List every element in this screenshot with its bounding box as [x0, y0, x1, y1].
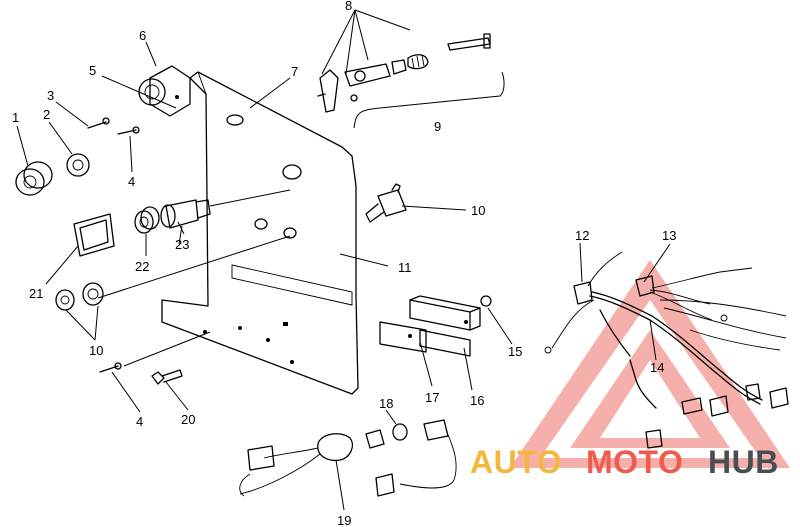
lock-washer [66, 153, 90, 177]
small-screw [99, 362, 122, 373]
callout-5: 5 [89, 63, 96, 78]
callout-labels: 1 2 3 4 5 6 7 8 9 10 11 12 13 14 15 16 1… [12, 0, 676, 527]
watermark-hub: HUB [708, 444, 779, 480]
mounting-panel [161, 71, 359, 395]
callout-9: 9 [434, 119, 441, 134]
large-nut [15, 161, 53, 196]
callout-21: 21 [29, 286, 43, 301]
nut-washer-stack [134, 206, 160, 234]
callout-10: 10 [471, 203, 485, 218]
indicator-housing [138, 65, 191, 117]
callout-17: 17 [425, 390, 439, 405]
leader-lines [16, 9, 671, 511]
bulb-socket-harness [239, 419, 457, 497]
callout-3: 3 [47, 88, 54, 103]
callout-1: 1 [12, 110, 19, 125]
callout-23: 23 [175, 237, 189, 252]
bracket-nut [480, 295, 492, 307]
callout-8: 8 [345, 0, 352, 13]
callout-4-lower: 4 [136, 414, 143, 429]
latch-assembly [317, 33, 491, 113]
callout-15: 15 [508, 344, 522, 359]
hex-bolt [151, 369, 183, 385]
panel-hole [254, 218, 268, 230]
callout-22: 22 [135, 259, 149, 274]
watermark-auto: AUTO [470, 444, 563, 480]
watermark-logo [510, 260, 790, 468]
callout-12: 12 [575, 228, 589, 243]
panel-hole [226, 114, 244, 126]
watermark-moto: MOTO [586, 444, 684, 480]
small-screw [117, 126, 140, 135]
callout-10-lower: 10 [89, 343, 103, 358]
rocker-switch-body [160, 199, 211, 229]
callout-13: 13 [662, 228, 676, 243]
small-screw [87, 117, 110, 129]
callout-16: 16 [470, 393, 484, 408]
callout-2: 2 [43, 107, 50, 122]
callout-20: 20 [181, 412, 195, 427]
panel-hole [282, 164, 302, 180]
panel-hole [283, 227, 297, 239]
callout-9-bracket [353, 71, 505, 129]
callout-19: 19 [337, 513, 351, 527]
callout-7: 7 [291, 64, 298, 79]
wiring-harness [544, 251, 789, 449]
callout-11: 11 [398, 260, 412, 275]
washer-pair [55, 282, 104, 311]
toggle-switch [365, 183, 407, 223]
callout-18: 18 [379, 396, 393, 411]
mounting-bracket [379, 295, 481, 357]
callout-6: 6 [139, 28, 146, 43]
callout-14: 14 [650, 360, 664, 375]
callout-4: 4 [128, 174, 135, 189]
switch-cover [73, 213, 115, 257]
